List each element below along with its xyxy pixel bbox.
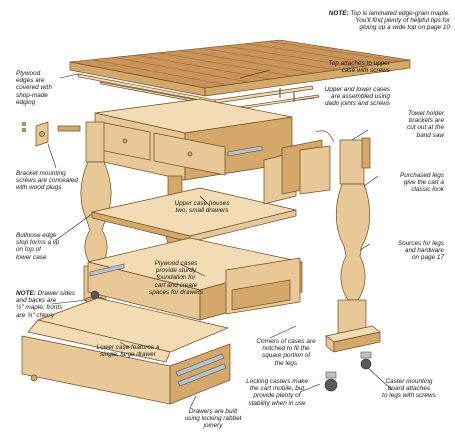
top-note: NOTE: Top is laminated edge-grain maple.… xyxy=(328,10,450,32)
upper-case-houses-note: Upper case houses two, small drawers xyxy=(174,200,230,215)
maple-top xyxy=(69,39,411,97)
locking-caster-2 xyxy=(324,371,338,392)
upper-case xyxy=(94,98,293,181)
bullnose-note: Bullnose edge stop forms a lip on top of… xyxy=(16,232,60,261)
towel-bracket-panel xyxy=(263,139,331,205)
corners-notched-note: Corners of cases are notched to fit the … xyxy=(256,338,316,367)
leader-lines xyxy=(47,69,393,409)
lower-case-features-note: Lower case features a single, large draw… xyxy=(96,344,160,359)
plywood-edges-note: Plywood edges are covered with shop-made… xyxy=(16,70,52,106)
caster-board-right xyxy=(325,325,381,353)
bullnose-shelf xyxy=(91,187,297,243)
top-attaches-note: Top attaches to upper case with screws xyxy=(328,60,390,75)
bracket-screws-note: Bracket mounting screws are concealed wi… xyxy=(16,170,78,192)
bracket-mount xyxy=(21,121,81,147)
right-leg xyxy=(315,130,371,335)
towel-holder-note: Towel holder brackets are cut out at the… xyxy=(407,110,444,139)
drawer-sides-note: NOTE: Drawer sides and backs are ½" mapl… xyxy=(16,290,75,319)
top-screws xyxy=(279,88,295,102)
drawers-rabbet-note: Drawers are built using locking rabbet j… xyxy=(184,408,242,430)
lower-case-side-drawer xyxy=(225,257,301,315)
large-drawer xyxy=(21,297,231,405)
locking-caster-1 xyxy=(360,351,372,370)
caster-board-note: Caster mounting board attaches to legs w… xyxy=(382,378,436,400)
purchased-legs-note: Purchased legs give the cart a classic l… xyxy=(399,172,444,194)
sources-note: Sources for legs and hardware on page 17 xyxy=(397,240,444,262)
locking-casters-note: Locking casters make the cart mobile, bu… xyxy=(246,378,308,407)
plywood-cases-note: Plywood cases provide sturdy foundation … xyxy=(149,260,203,296)
upper-lower-cases-note: Upper and lower cases are assembled usin… xyxy=(324,86,390,108)
